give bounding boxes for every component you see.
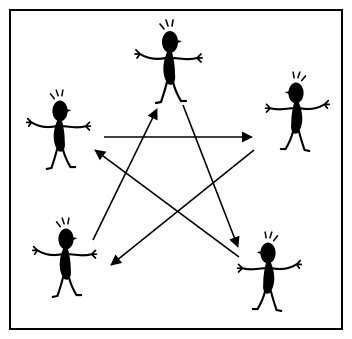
pentagram-diagram [0,0,352,339]
